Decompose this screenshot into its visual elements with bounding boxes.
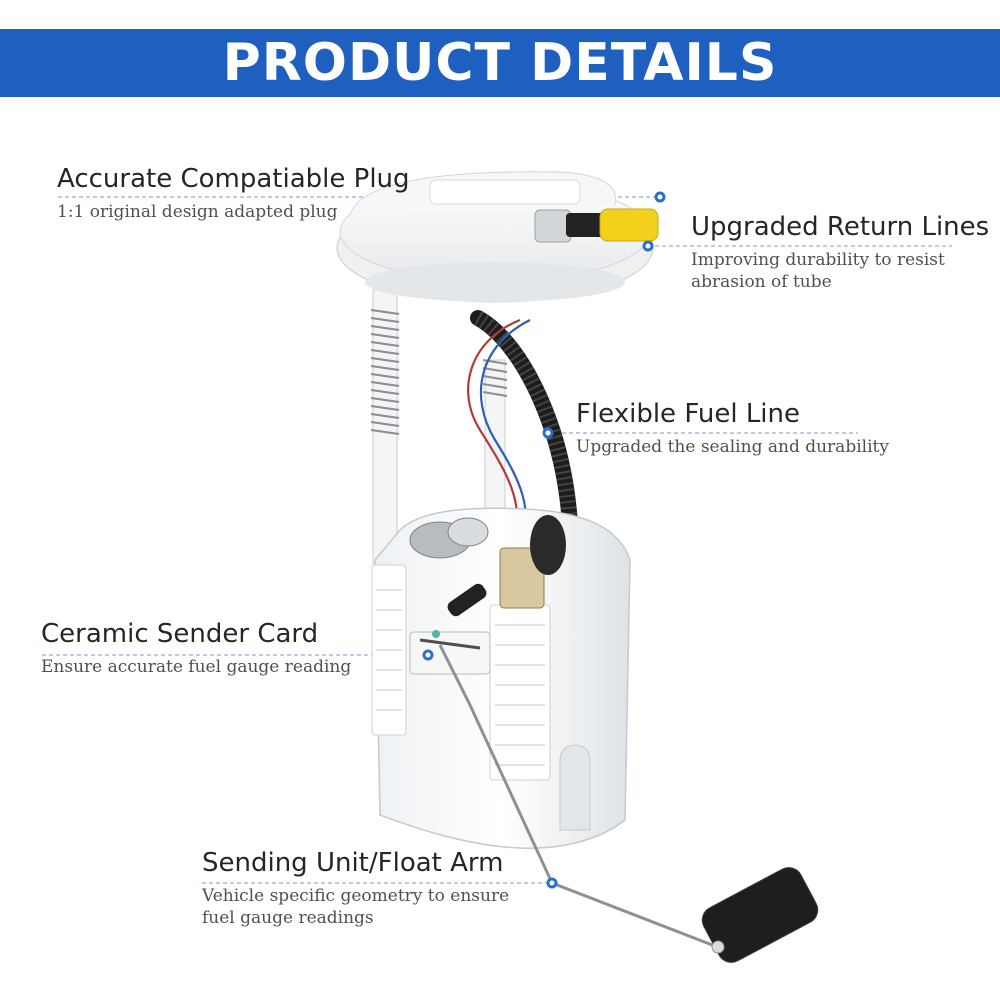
callout-dot-float [546,877,558,889]
sender-card [409,583,491,675]
callout-dot-sender [422,649,434,661]
callout-dot-plug [654,191,666,203]
page-title: PRODUCT DETAILS [222,33,778,93]
callout-plug: Accurate Compatiable Plug 1:1 original d… [57,163,410,223]
header-banner: PRODUCT DETAILS [0,29,1000,97]
callout-fuel-title: Flexible Fuel Line [576,399,800,429]
callout-float-desc-2: fuel gauge readings [202,908,374,928]
callout-fuel-desc: Upgraded the sealing and durability [576,437,889,457]
callout-float-desc-1: Vehicle specific geometry to ensure [202,886,510,906]
callout-float-title: Sending Unit/Float Arm [202,848,504,878]
callout-return-lines: Upgraded Return Lines Improving durabili… [691,211,989,293]
return-line-nozzle [534,208,659,243]
callout-return-desc-1: Improving durability to resist [691,250,945,270]
callout-sender-desc: Ensure accurate fuel gauge reading [41,657,352,677]
callout-dot-fuel [542,427,554,439]
callout-return-desc-2: abrasion of tube [691,272,832,292]
callout-return-title: Upgraded Return Lines [691,212,990,242]
callout-dots [422,191,666,889]
callout-plug-desc: 1:1 original design adapted plug [57,202,338,222]
float [701,867,819,963]
callout-float-arm: Sending Unit/Float Arm Vehicle specific … [202,847,509,929]
callout-fuel-line: Flexible Fuel Line Upgraded the sealing … [576,398,889,458]
leader-lines [42,196,952,884]
pump-motor [409,515,566,609]
callout-sender-card: Ceramic Sender Card Ensure accurate fuel… [41,618,351,678]
callout-sender-title: Ceramic Sender Card [41,619,319,649]
float-arm-rod [438,644,721,950]
callout-plug-title: Accurate Compatiable Plug [57,164,410,194]
callout-dot-return [642,240,654,252]
